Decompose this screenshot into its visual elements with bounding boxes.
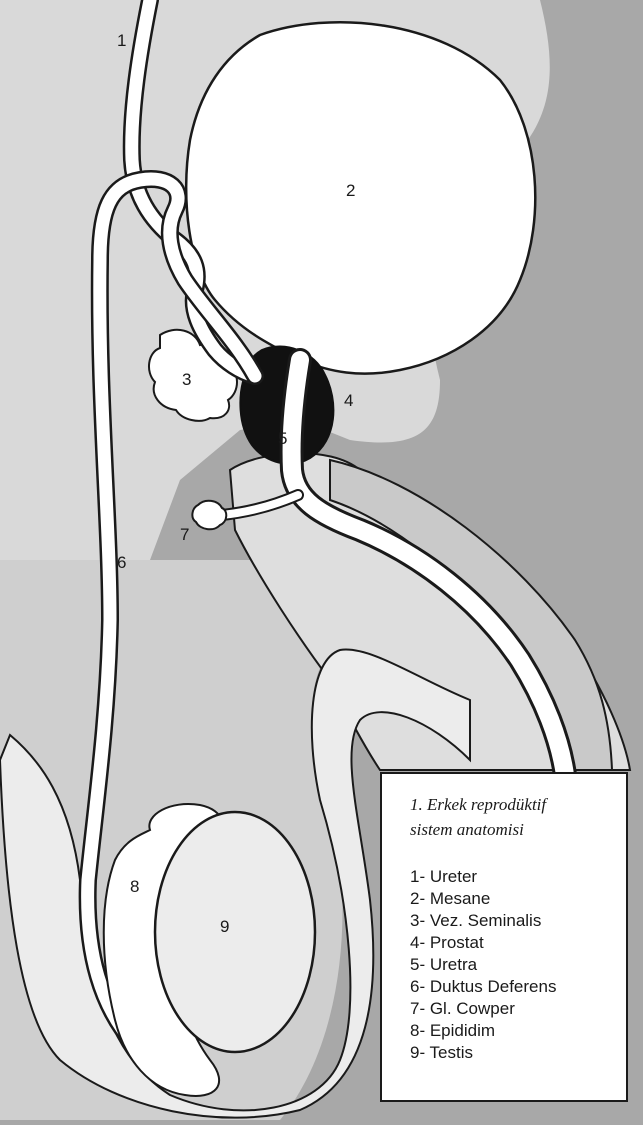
number-label-9: 9	[220, 917, 229, 936]
number-label-3: 3	[182, 370, 191, 389]
legend-item-ureter: 1- Ureter	[410, 866, 612, 888]
number-label-5: 5	[278, 429, 287, 448]
number-label-2: 2	[346, 181, 355, 200]
figure-caption: 1. Erkek reprodüktif sistem anatomisi	[410, 792, 612, 842]
testis	[155, 812, 315, 1052]
legend-item-gl-cowper: 7- Gl. Cowper	[410, 998, 612, 1020]
legend-item-uretra: 5- Uretra	[410, 954, 612, 976]
legend-item-epididim: 8- Epididim	[410, 1020, 612, 1042]
cowper-gland	[192, 501, 226, 530]
legend-item-prostat: 4- Prostat	[410, 932, 612, 954]
caption-line-1: 1. Erkek reprodüktif	[410, 795, 546, 814]
legend-item-duktus-deferens: 6- Duktus Deferens	[410, 976, 612, 998]
number-label-6: 6	[117, 553, 126, 572]
legend-box: 1. Erkek reprodüktif sistem anatomisi 1-…	[380, 772, 628, 1102]
number-label-7: 7	[180, 525, 189, 544]
number-label-4: 4	[344, 391, 353, 410]
number-label-1: 1	[117, 31, 126, 50]
legend-item-vez-seminalis: 3- Vez. Seminalis	[410, 910, 612, 932]
legend-item-testis: 9- Testis	[410, 1042, 612, 1064]
legend-list: 1- Ureter 2- Mesane 3- Vez. Seminalis 4-…	[410, 866, 612, 1064]
legend-item-mesane: 2- Mesane	[410, 888, 612, 910]
bladder-mesane	[186, 22, 535, 373]
caption-line-2: sistem anatomisi	[410, 820, 524, 839]
number-label-8: 8	[130, 877, 139, 896]
